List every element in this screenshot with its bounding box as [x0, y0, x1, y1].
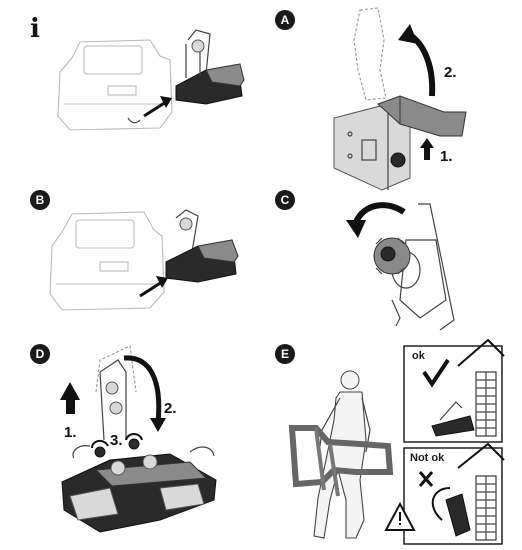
step-badge-d: D: [30, 344, 50, 364]
step-a-2: 2.: [444, 64, 457, 81]
not-ok-label: Not ok: [410, 452, 445, 464]
info-symbol: i: [30, 14, 40, 44]
step-d-1: 1.: [64, 424, 77, 441]
step-a-1: 1.: [440, 148, 453, 165]
step-badge-e: E: [275, 344, 295, 364]
step-badge-c: C: [275, 190, 295, 210]
step-d-3: 3.: [110, 432, 123, 449]
step-d-2: 2.: [164, 400, 177, 417]
step-badge-b: B: [30, 190, 50, 210]
ok-label: ok: [412, 350, 425, 362]
step-badge-a: A: [275, 10, 295, 30]
